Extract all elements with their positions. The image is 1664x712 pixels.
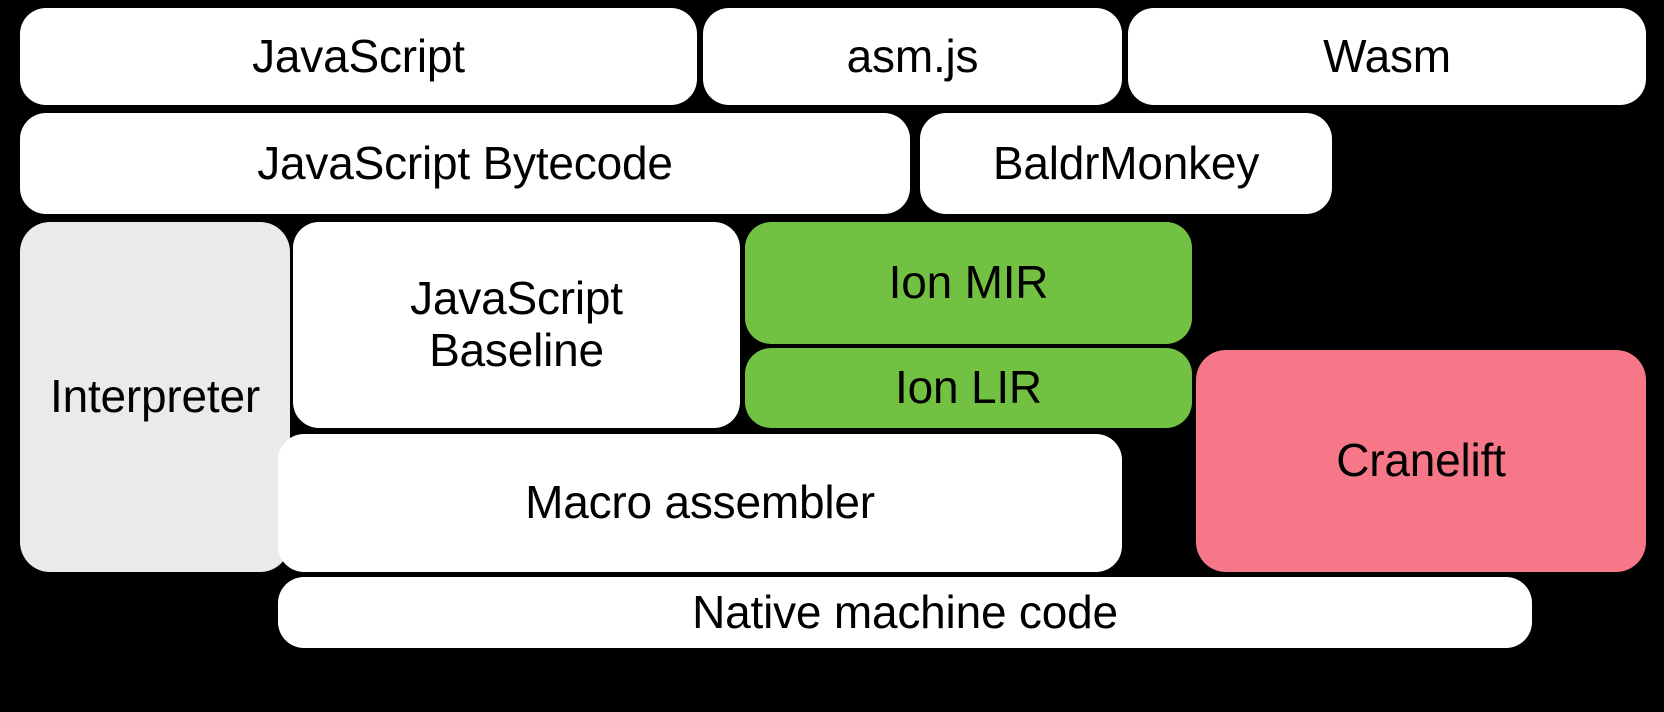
node-wasm[interactable]: Wasm — [1128, 8, 1646, 105]
node-javascript[interactable]: JavaScript — [20, 8, 697, 105]
node-native-machine-code[interactable]: Native machine code — [278, 577, 1532, 648]
node-macro-assembler[interactable]: Macro assembler — [278, 434, 1122, 572]
node-interpreter[interactable]: Interpreter — [20, 222, 290, 572]
node-cranelift[interactable]: Cranelift — [1196, 350, 1646, 572]
node-asmjs[interactable]: asm.js — [703, 8, 1122, 105]
node-ion-mir[interactable]: Ion MIR — [745, 222, 1192, 344]
node-ion-lir[interactable]: Ion LIR — [745, 348, 1192, 428]
node-javascript-bytecode[interactable]: JavaScript Bytecode — [20, 113, 910, 214]
node-javascript-baseline[interactable]: JavaScript Baseline — [293, 222, 740, 428]
node-baldrmonkey[interactable]: BaldrMonkey — [920, 113, 1332, 214]
